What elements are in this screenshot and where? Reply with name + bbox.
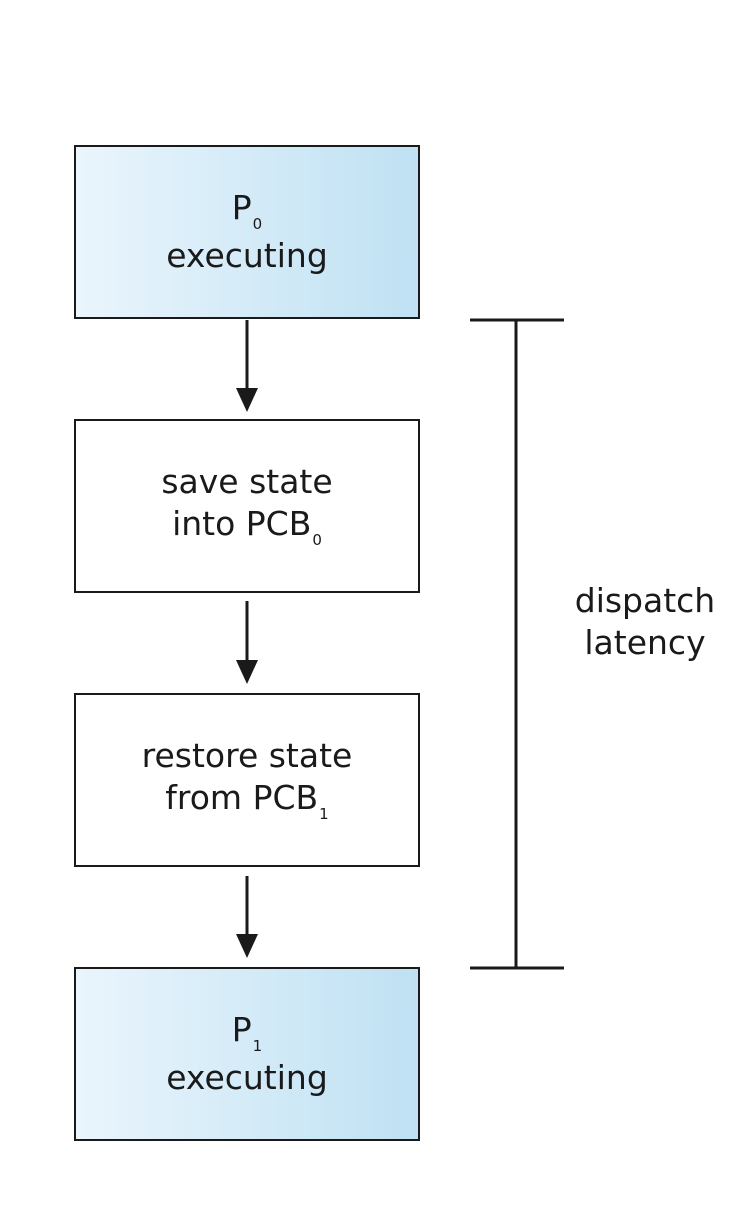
p1-label: P1	[232, 1009, 262, 1057]
arrow-restore-to-p1	[236, 876, 258, 958]
latency-text: latency	[584, 623, 706, 662]
save-state-text: save state	[161, 462, 333, 501]
p0-letter: P	[231, 188, 252, 227]
latency-bracket	[470, 318, 564, 970]
arrow-p0-to-save	[236, 320, 258, 412]
dispatch-latency-label: dispatch latency	[560, 580, 730, 664]
p0-label: P0	[232, 187, 262, 235]
p0-subscript: 0	[252, 215, 263, 233]
from-pcb-text: from PCB	[165, 778, 319, 817]
process-p1-executing-box: P1 executing	[74, 967, 420, 1141]
restore-state-text: restore state	[141, 736, 353, 775]
into-pcb-text: into PCB	[172, 504, 312, 543]
process-p0-executing-box: P0 executing	[74, 145, 420, 319]
pcb1-subscript: 1	[319, 805, 329, 823]
from-pcb1-label: from PCB1	[165, 777, 328, 825]
into-pcb0-label: into PCB0	[172, 503, 322, 551]
p0-executing-text: executing	[166, 236, 328, 275]
p1-executing-text: executing	[166, 1058, 328, 1097]
dispatch-text: dispatch	[574, 581, 716, 620]
p1-letter: P	[231, 1010, 252, 1049]
restore-state-box: restore state from PCB1	[74, 693, 420, 867]
save-state-box: save state into PCB0	[74, 419, 420, 593]
pcb0-subscript: 0	[312, 531, 322, 549]
p1-subscript: 1	[252, 1037, 263, 1055]
arrow-save-to-restore	[236, 601, 258, 684]
